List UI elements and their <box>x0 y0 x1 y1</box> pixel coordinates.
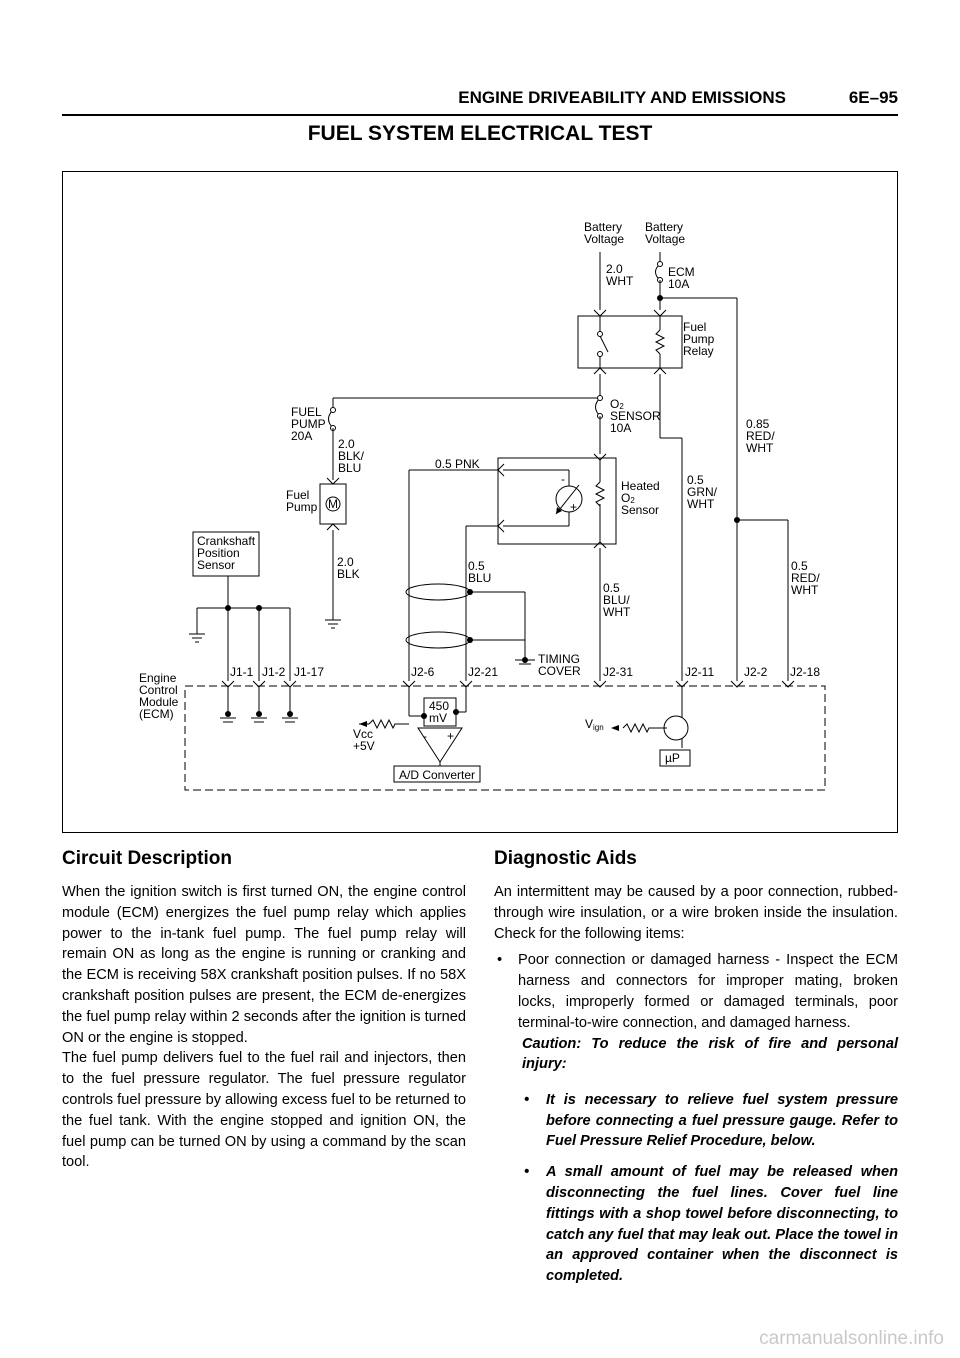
wire-grn-wht-color2: WHT <box>687 497 715 511</box>
bullet-marker: • <box>524 1091 530 1108</box>
watermark: carmanualsonline.info <box>759 1328 944 1349</box>
adc-minus: - <box>423 729 427 743</box>
circuit-description-section: Circuit Description When the ignition sw… <box>62 848 466 1173</box>
wire-blu-wht-gauge: 0.5 <box>603 581 620 595</box>
vcc-voltage: +5V <box>353 739 375 753</box>
heated-o2-line2: O2 <box>621 491 635 505</box>
ecm-label-line3: Module <box>139 695 179 709</box>
wire-red-wht-085-color1: RED/ <box>746 429 775 443</box>
wiring-diagram-svg: Battery Voltage Battery Voltage 2.0 WHT … <box>139 220 826 791</box>
mv-unit: mV <box>429 711 447 725</box>
motor-symbol-label: M <box>328 497 338 511</box>
ecm-label-line1: Engine <box>139 671 177 685</box>
adc-plus: + <box>447 729 454 743</box>
battery-voltage-1-line2: Voltage <box>584 232 624 246</box>
bullet-marker: • <box>524 1164 530 1181</box>
pin-j2-21: J2-21 <box>468 665 498 679</box>
section-title: ENGINE DRIVEABILITY AND EMISSIONS <box>458 88 786 107</box>
pin-j1-17: J1-17 <box>294 665 324 679</box>
wire-red-wht-085-color2: WHT <box>746 441 774 455</box>
wire-red-wht-085-gauge: 0.85 <box>746 417 770 431</box>
wire-blu-wht-color2: WHT <box>603 605 631 619</box>
o2-fuse-rating: 10A <box>610 421 631 435</box>
wire-2-0-wht-color: WHT <box>606 274 634 288</box>
pin-j2-11: J2-11 <box>685 665 714 679</box>
page-number: 6E–95 <box>848 88 898 107</box>
caution-bullet-2-text: A small amount of fuel may be released w… <box>546 1164 898 1285</box>
wire-pnk-label: 0.5 PNK <box>435 457 480 471</box>
wire-blu-wht-color1: BLU/ <box>603 593 630 607</box>
bullet-marker: • <box>497 952 503 969</box>
o2-fuse-label: O2 <box>610 397 624 411</box>
ckp-sensor-line1: Crankshaft <box>197 534 256 548</box>
wire-blk-blu-gauge: 2.0 <box>338 437 355 451</box>
page-title: FUEL SYSTEM ELECTRICAL TEST <box>307 122 653 145</box>
pin-j2-6: J2-6 <box>411 665 435 679</box>
ecm-fuse-label: ECM <box>668 265 695 279</box>
fuel-pump-fuse-line2: PUMP <box>291 417 326 431</box>
o2-cell-plus: + <box>570 500 577 514</box>
fuel-pump-label-line2: Pump <box>286 500 318 514</box>
fuel-pump-label-line1: Fuel <box>286 488 309 502</box>
wire-blk-color: BLK <box>337 567 360 581</box>
wire-blk-gauge: 2.0 <box>337 555 354 569</box>
wire-red-wht-05-gauge: 0.5 <box>791 559 808 573</box>
ecm-label-line2: Control <box>139 683 178 697</box>
diagnostic-aids-bullet: • Poor connection or damaged harness - I… <box>494 950 898 1033</box>
circuit-description-p1: When the ignition switch is first turned… <box>62 884 466 1046</box>
vcc-label: Vcc <box>353 727 373 741</box>
pin-j2-18: J2-18 <box>790 665 820 679</box>
wiring-diagram: Battery Voltage Battery Voltage 2.0 WHT … <box>62 171 898 833</box>
mv-value: 450 <box>429 699 449 713</box>
bullet-text: Poor connection or damaged harness - Ins… <box>518 952 898 1031</box>
battery-voltage-2-line1: Battery <box>645 220 683 234</box>
adc-label: A/D Converter <box>399 768 475 782</box>
caution-bullet-1-text: It is necessary to relieve fuel system p… <box>546 1091 898 1150</box>
wire-grn-wht-color1: GRN/ <box>687 485 718 499</box>
o2-cell-minus: - <box>561 472 565 486</box>
caution-bullet-1: • It is necessary to relieve fuel system… <box>516 1090 898 1152</box>
pin-j1-1: J1-1 <box>230 665 254 679</box>
battery-voltage-1-line1: Battery <box>584 220 622 234</box>
battery-voltage-2-line2: Voltage <box>645 232 685 246</box>
diagnostic-aids-intro: An intermittent may be caused by a poor … <box>494 884 898 942</box>
ecm-label-line4: (ECM) <box>139 707 174 721</box>
relay-label-line3: Relay <box>683 344 714 358</box>
microprocessor-label: µP <box>665 751 680 765</box>
relay-label-line1: Fuel <box>683 320 706 334</box>
fuel-pump-fuse-line3: 20A <box>291 429 312 443</box>
caution-bullet-2: • A small amount of fuel may be released… <box>516 1162 898 1287</box>
pin-j2-31: J2-31 <box>603 665 633 679</box>
heated-o2-line3: Sensor <box>621 503 659 517</box>
fuel-pump-fuse-line1: FUEL <box>291 405 322 419</box>
diagnostic-aids-heading: Diagnostic Aids <box>494 848 637 869</box>
o2-fuse-sensor: SENSOR <box>610 409 661 423</box>
wire-red-wht-05-color2: WHT <box>791 583 819 597</box>
wire-blu-gauge: 0.5 <box>468 559 485 573</box>
heated-o2-line1: Heated <box>621 479 660 493</box>
pin-j1-2: J1-2 <box>262 665 286 679</box>
caution-note: Caution: To reduce the risk of fire and … <box>522 1035 898 1073</box>
vign-label: Vign <box>585 717 604 732</box>
wire-blu-color: BLU <box>468 571 491 585</box>
timing-cover-line1: TIMING <box>538 652 580 666</box>
wire-2-0-wht-gauge: 2.0 <box>606 262 623 276</box>
diagnostic-aids-section: Diagnostic Aids An intermittent may be c… <box>494 848 898 1287</box>
ckp-sensor-line3: Sensor <box>197 558 235 572</box>
relay-label-line2: Pump <box>683 332 715 346</box>
timing-cover-line2: COVER <box>538 664 581 678</box>
page-header: ENGINE DRIVEABILITY AND EMISSIONS 6E–95 <box>62 86 898 116</box>
wire-grn-wht-gauge: 0.5 <box>687 473 704 487</box>
circuit-description-p2: The fuel pump delivers fuel to the fuel … <box>62 1050 466 1171</box>
wire-blk-blu-color1: BLK/ <box>338 449 365 463</box>
wire-blk-blu-color2: BLU <box>338 461 361 475</box>
pin-j2-2: J2-2 <box>744 665 768 679</box>
wire-red-wht-05-color1: RED/ <box>791 571 820 585</box>
ckp-sensor-line2: Position <box>197 546 240 560</box>
ecm-fuse-rating: 10A <box>668 277 689 291</box>
circuit-description-heading: Circuit Description <box>62 848 232 869</box>
